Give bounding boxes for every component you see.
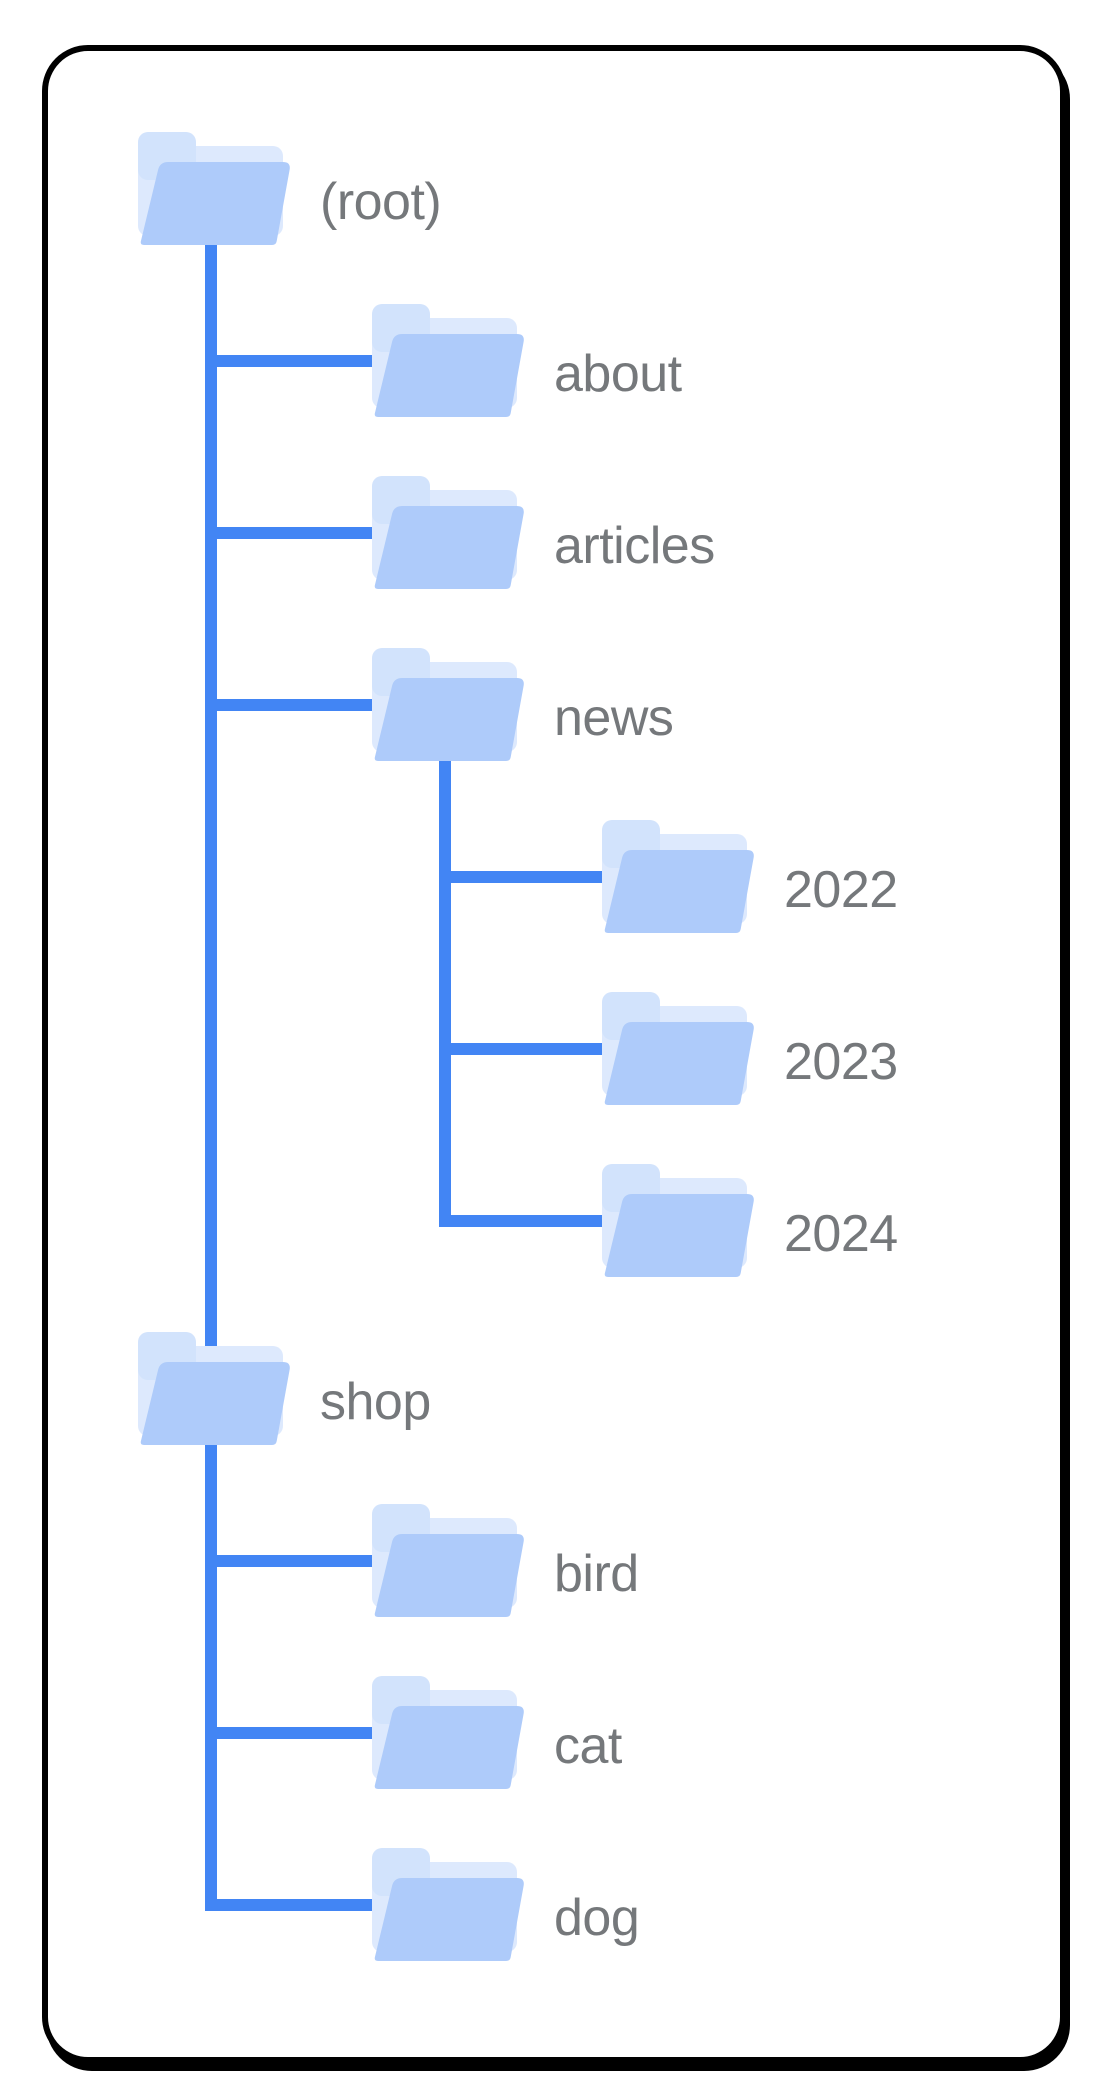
tree-node-bird: bird (372, 1504, 639, 1617)
folder-label-2023: 2023 (784, 1033, 898, 1091)
tree-node-root: (root) (138, 132, 442, 245)
tree-node-shop: shop (138, 1332, 431, 1445)
folder-icon (602, 820, 754, 933)
tree-node-2022: 2022 (602, 820, 898, 933)
folder-label-about: about (554, 345, 682, 403)
connector-news-trunk-and-2024-branch (439, 761, 632, 1227)
folder-label-bird: bird (554, 1545, 639, 1603)
tree-node-cat: cat (372, 1676, 622, 1789)
tree-node-news: news (372, 648, 674, 761)
folder-label-root: (root) (320, 173, 442, 231)
tree-node-about: about (372, 304, 682, 417)
folder-icon (372, 304, 524, 417)
tree-node-articles: articles (372, 476, 715, 589)
connector-root-trunk-and-dog-branch (205, 245, 402, 1911)
folder-label-2024: 2024 (784, 1205, 898, 1263)
folder-icon (138, 1332, 290, 1445)
folder-label-news: news (554, 689, 674, 747)
folder-label-shop: shop (320, 1373, 431, 1431)
tree-node-dog: dog (372, 1848, 640, 1961)
folder-label-dog: dog (554, 1889, 640, 1947)
folder-icon (602, 1164, 754, 1277)
tree-node-2023: 2023 (602, 992, 898, 1105)
folder-icon (372, 476, 524, 589)
folder-icon (372, 1504, 524, 1617)
folder-icon (372, 648, 524, 761)
folder-icon (138, 132, 290, 245)
folder-icon (372, 1676, 524, 1789)
folder-icon (602, 992, 754, 1105)
folder-icon (372, 1848, 524, 1961)
folder-label-articles: articles (554, 517, 715, 575)
folder-label-cat: cat (554, 1717, 622, 1775)
folder-label-2022: 2022 (784, 861, 898, 919)
tree-node-2024: 2024 (602, 1164, 898, 1277)
